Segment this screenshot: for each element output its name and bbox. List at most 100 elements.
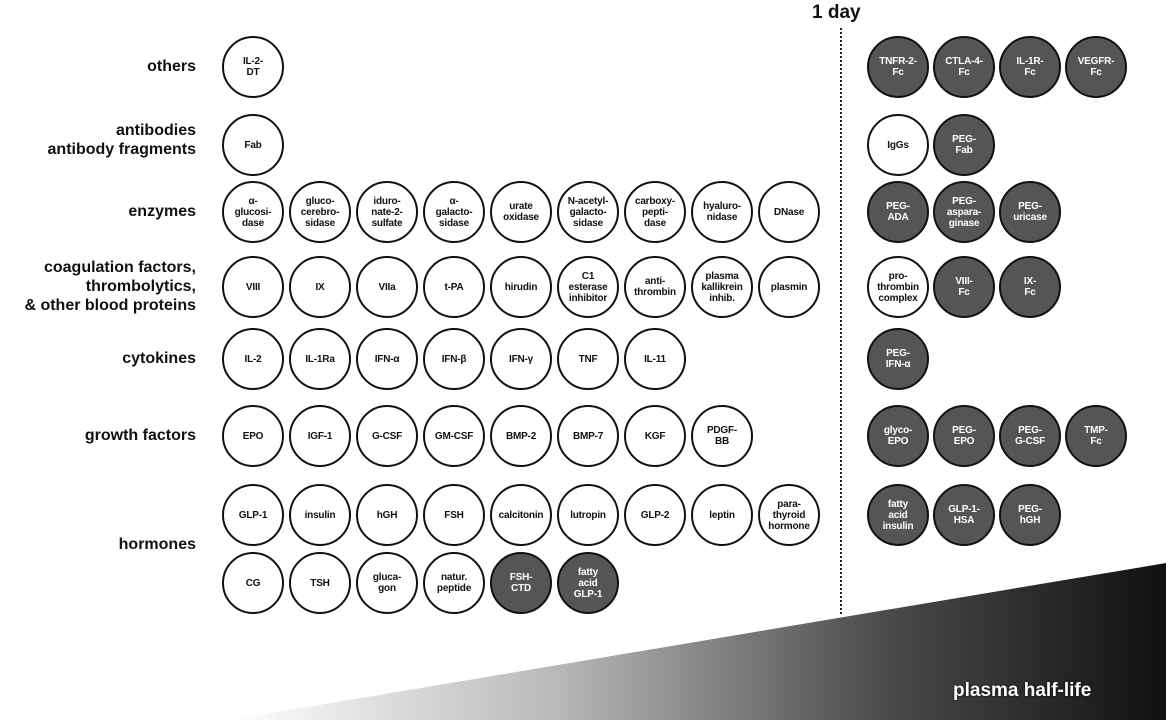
protein-node-label: IL-2 bbox=[244, 353, 262, 365]
protein-node-label: hirudin bbox=[504, 281, 538, 293]
protein-node-label: N-acetyl- galacto- sidase bbox=[567, 195, 609, 229]
protein-node: PDGF- BB bbox=[691, 405, 753, 467]
protein-node: G-CSF bbox=[356, 405, 418, 467]
protein-node: IL-1Ra bbox=[289, 328, 351, 390]
protein-node-label: insulin bbox=[304, 509, 336, 521]
protein-node-label: IL-11 bbox=[644, 353, 666, 365]
extended-half-life-protein-node: PEG- aspara- ginase bbox=[933, 181, 995, 243]
extended-half-life-protein-node: GLP-1- HSA bbox=[933, 484, 995, 546]
protein-node: BMP-7 bbox=[557, 405, 619, 467]
protein-node: hyaluro- nidase bbox=[691, 181, 753, 243]
protein-node: plasmin bbox=[758, 256, 820, 318]
protein-node: lutropin bbox=[557, 484, 619, 546]
protein-node-label: hGH bbox=[376, 509, 398, 521]
protein-node-label: TSH bbox=[310, 577, 330, 589]
protein-node: BMP-2 bbox=[490, 405, 552, 467]
protein-node: hirudin bbox=[490, 256, 552, 318]
one-day-threshold-line bbox=[840, 28, 842, 614]
category-label: cytokines bbox=[122, 349, 196, 367]
extended-half-life-protein-node: IL-1R- Fc bbox=[999, 36, 1061, 98]
protein-node-label: fatty acid GLP-1 bbox=[573, 566, 603, 600]
protein-node-label: t-PA bbox=[444, 281, 464, 293]
protein-node-label: para- thyroid hormone bbox=[768, 498, 810, 532]
protein-node-label: IX bbox=[315, 281, 325, 293]
protein-node: IgGs bbox=[867, 114, 929, 176]
protein-node-label: calcitonin bbox=[498, 509, 544, 521]
protein-node-label: PEG- uricase bbox=[1013, 201, 1047, 223]
protein-node: hGH bbox=[356, 484, 418, 546]
protein-node-label: fatty acid insulin bbox=[882, 498, 914, 532]
protein-node-label: α- glucosi- dase bbox=[234, 195, 272, 229]
protein-node-label: VEGFR- Fc bbox=[1077, 56, 1115, 78]
protein-node-label: G-CSF bbox=[371, 430, 403, 442]
extended-half-life-protein-node: FSH- CTD bbox=[490, 552, 552, 614]
protein-node: IL-2 bbox=[222, 328, 284, 390]
protein-node-label: natur. peptide bbox=[436, 572, 472, 594]
protein-node-label: PEG- IFN-α bbox=[885, 348, 911, 370]
extended-half-life-protein-node: PEG- G-CSF bbox=[999, 405, 1061, 467]
protein-node-label: PDGF- BB bbox=[706, 425, 738, 447]
protein-node-label: GM-CSF bbox=[434, 430, 474, 442]
protein-node-label: plasmin bbox=[770, 281, 808, 293]
protein-node-label: urate oxidase bbox=[503, 201, 539, 223]
extended-half-life-protein-node: glyco- EPO bbox=[867, 405, 929, 467]
protein-node: GM-CSF bbox=[423, 405, 485, 467]
extended-half-life-protein-node: VEGFR- Fc bbox=[1065, 36, 1127, 98]
protein-node: α- glucosi- dase bbox=[222, 181, 284, 243]
protein-node-label: IL-2- DT bbox=[242, 56, 264, 78]
protein-node: VIII bbox=[222, 256, 284, 318]
protein-node: Fab bbox=[222, 114, 284, 176]
protein-node: IX bbox=[289, 256, 351, 318]
extended-half-life-protein-node: PEG- Fab bbox=[933, 114, 995, 176]
protein-node-label: IgGs bbox=[887, 139, 909, 151]
protein-node-label: hyaluro- nidase bbox=[703, 201, 741, 223]
protein-node-label: iduro- nate-2- sulfate bbox=[371, 195, 403, 229]
protein-node: carboxy- pepti- dase bbox=[624, 181, 686, 243]
protein-node-label: IFN-α bbox=[374, 353, 400, 365]
protein-node-label: BMP-7 bbox=[572, 430, 604, 442]
protein-node-label: PEG- Fab bbox=[952, 134, 976, 156]
protein-node: insulin bbox=[289, 484, 351, 546]
protein-node: gluca- gon bbox=[356, 552, 418, 614]
protein-node: para- thyroid hormone bbox=[758, 484, 820, 546]
extended-half-life-protein-node: TMP- Fc bbox=[1065, 405, 1127, 467]
protein-node-label: PEG- aspara- ginase bbox=[946, 195, 982, 229]
extended-half-life-protein-node: PEG- hGH bbox=[999, 484, 1061, 546]
protein-node-label: TNF bbox=[578, 353, 598, 365]
protein-node: C1 esterase inhibitor bbox=[557, 256, 619, 318]
protein-node: VIIa bbox=[356, 256, 418, 318]
protein-node-label: FSH- CTD bbox=[509, 572, 533, 594]
protein-node: plasma kallikrein inhib. bbox=[691, 256, 753, 318]
extended-half-life-protein-node: fatty acid GLP-1 bbox=[557, 552, 619, 614]
protein-node-label: leptin bbox=[709, 509, 735, 521]
protein-node-label: pro- thrombin complex bbox=[877, 270, 919, 304]
protein-node-label: IX- Fc bbox=[1023, 276, 1037, 298]
protein-node-label: Fab bbox=[244, 139, 262, 151]
protein-node: FSH bbox=[423, 484, 485, 546]
protein-node-label: PEG- ADA bbox=[886, 201, 910, 223]
protein-node: IGF-1 bbox=[289, 405, 351, 467]
protein-node: calcitonin bbox=[490, 484, 552, 546]
protein-node-label: PEG- G-CSF bbox=[1014, 425, 1046, 447]
protein-node: GLP-1 bbox=[222, 484, 284, 546]
protein-node-label: GLP-1 bbox=[238, 509, 268, 521]
protein-node-label: KGF bbox=[644, 430, 666, 442]
extended-half-life-protein-node: VIII- Fc bbox=[933, 256, 995, 318]
extended-half-life-protein-node: fatty acid insulin bbox=[867, 484, 929, 546]
protein-node-label: carboxy- pepti- dase bbox=[634, 195, 676, 229]
category-label: others bbox=[147, 57, 196, 75]
extended-half-life-protein-node: CTLA-4- Fc bbox=[933, 36, 995, 98]
protein-node-label: α- galacto- sidase bbox=[435, 195, 473, 229]
protein-node: TNF bbox=[557, 328, 619, 390]
extended-half-life-protein-node: PEG- EPO bbox=[933, 405, 995, 467]
protein-node-label: DNase bbox=[773, 206, 805, 218]
protein-node-label: EPO bbox=[242, 430, 264, 442]
protein-node-label: FSH bbox=[444, 509, 464, 521]
protein-node: N-acetyl- galacto- sidase bbox=[557, 181, 619, 243]
category-label: growth factors bbox=[84, 426, 196, 444]
extended-half-life-protein-node: PEG- IFN-α bbox=[867, 328, 929, 390]
protein-node: IFN-β bbox=[423, 328, 485, 390]
one-day-threshold-label: 1 day bbox=[812, 2, 861, 23]
protein-node-label: glyco- EPO bbox=[883, 425, 913, 447]
extended-half-life-protein-node: PEG- ADA bbox=[867, 181, 929, 243]
